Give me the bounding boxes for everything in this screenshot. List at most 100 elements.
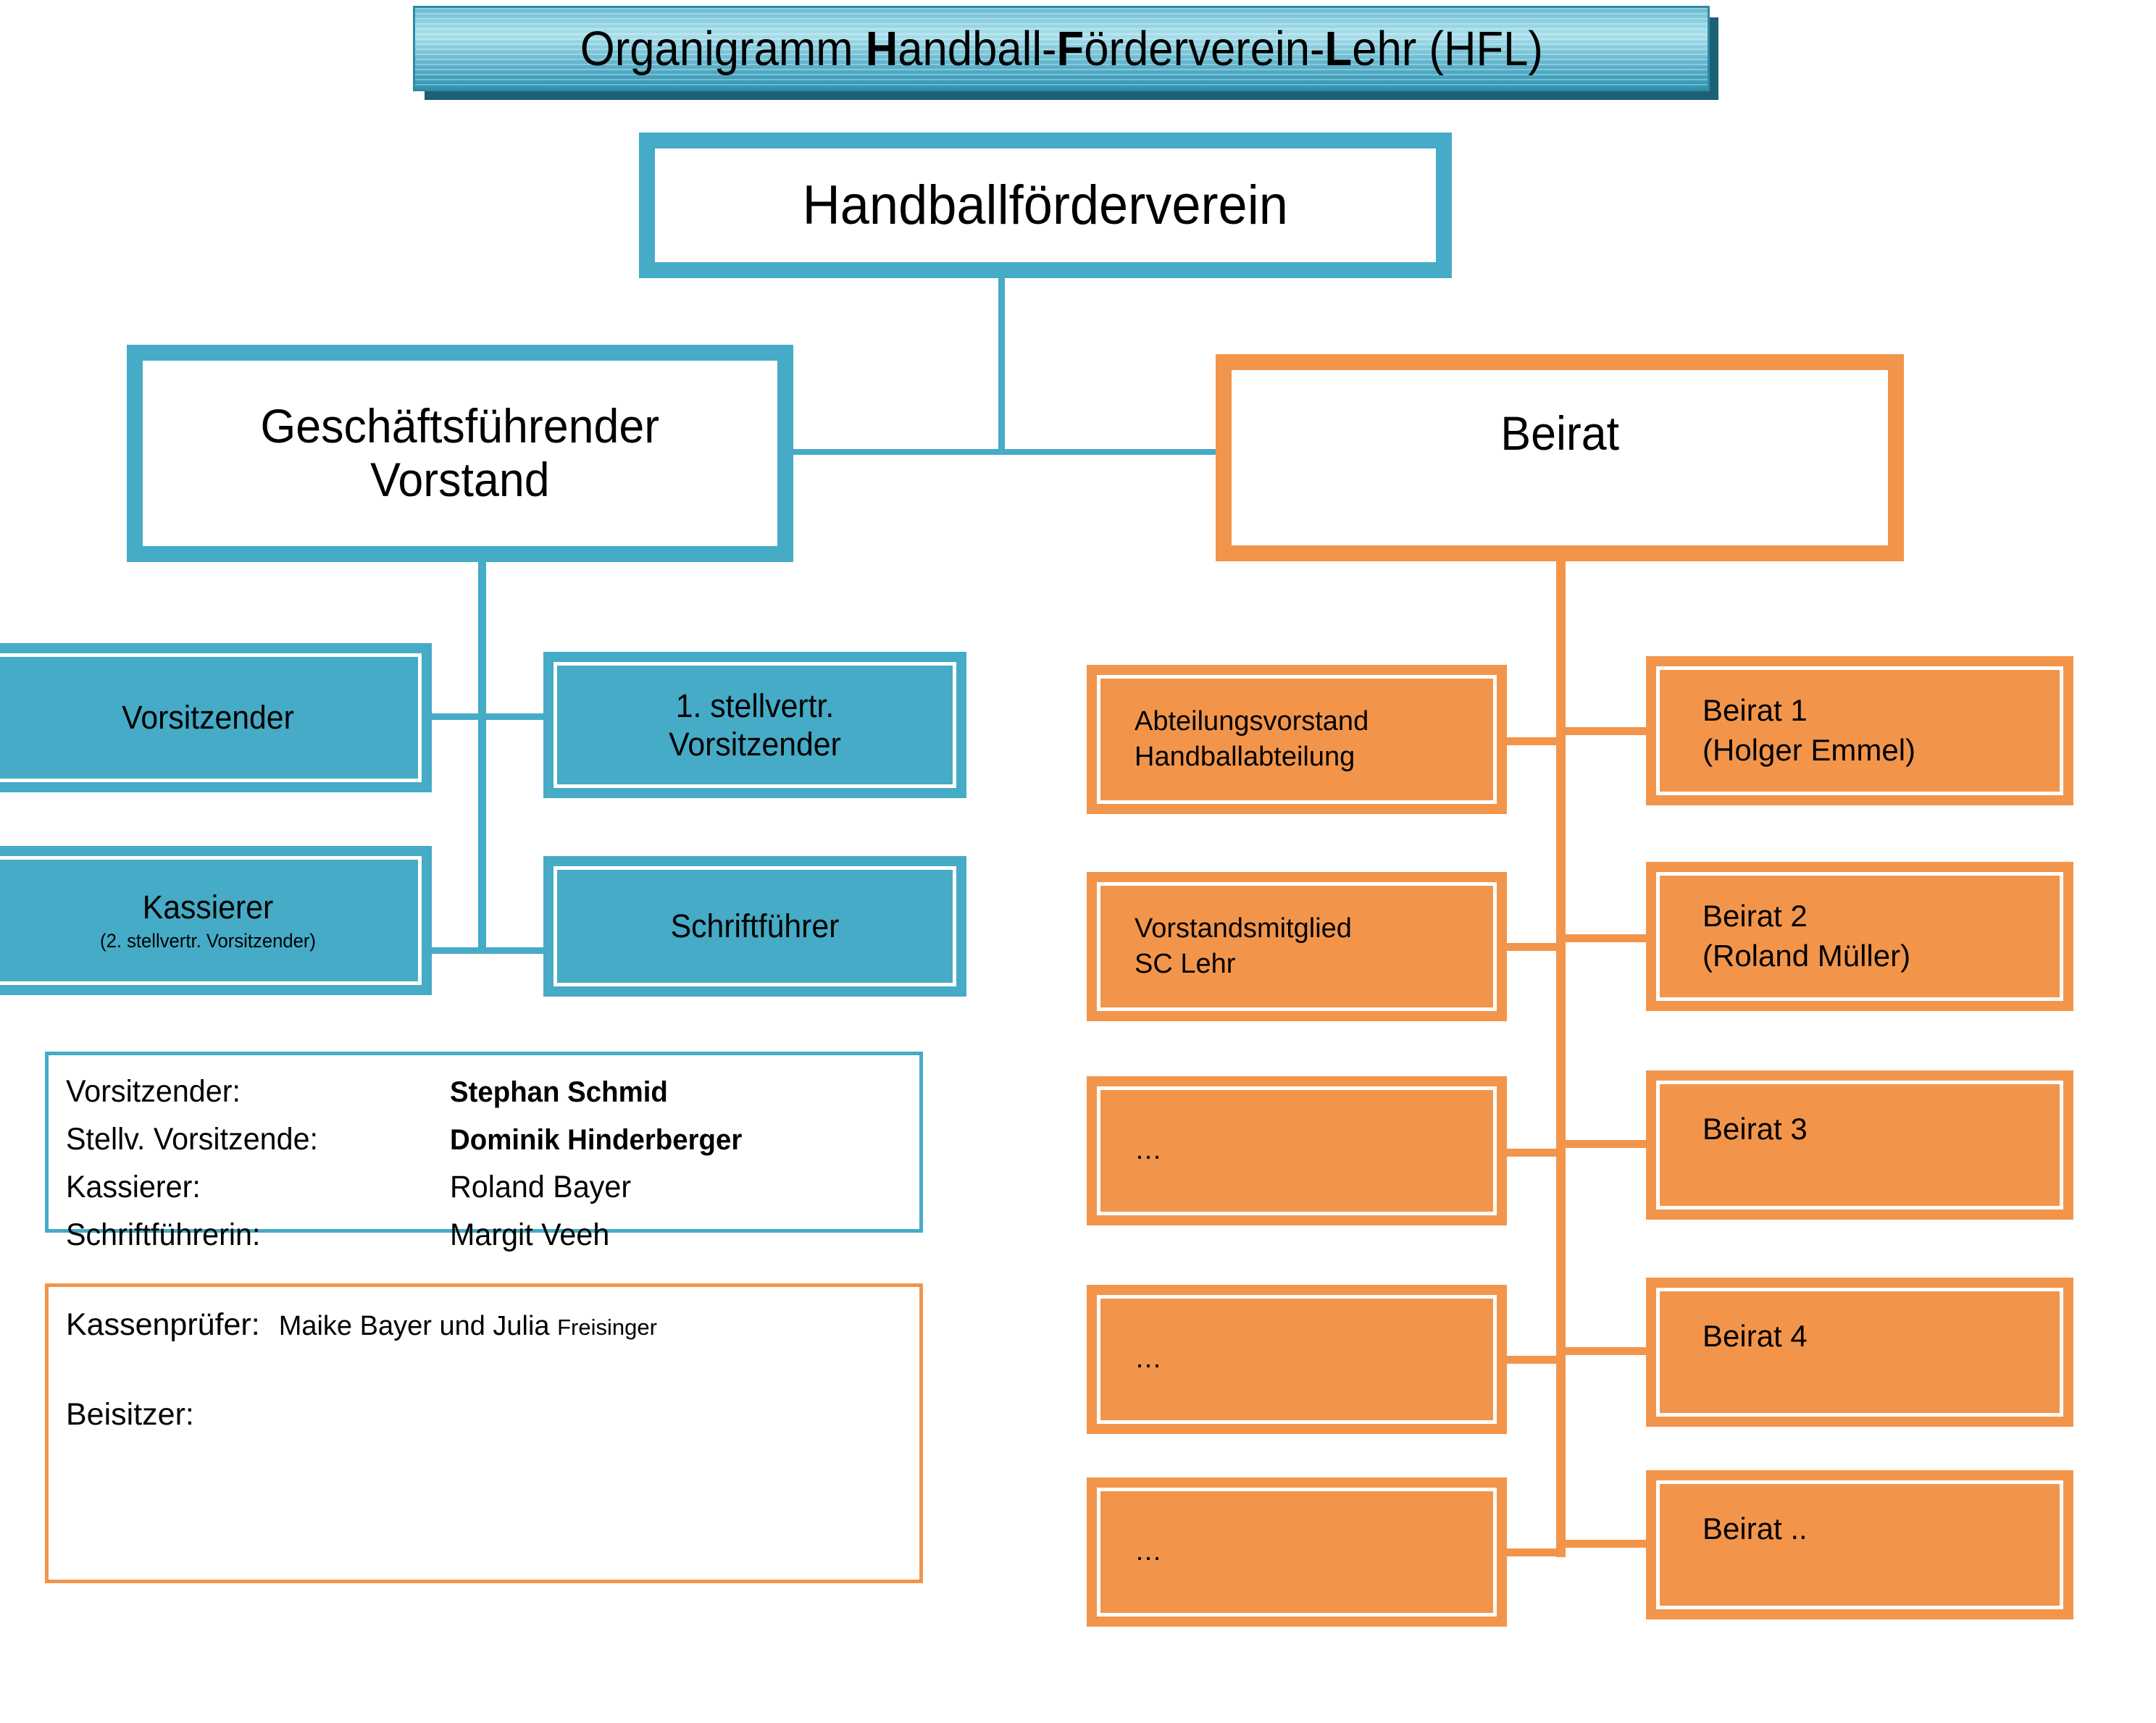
- vorstand-row-1-value: Stephan Schmid: [450, 1076, 668, 1108]
- node-erste-stellvertretende-vorsitzender[interactable]: 1. stellvertr. Vorsitzender: [543, 652, 966, 798]
- title-part-2: örderverein-: [1083, 21, 1325, 76]
- node-geschaeftsfuehrender-vorstand-label: Geschäftsführender Vorstand: [260, 399, 660, 507]
- node-beirat-2-body: Beirat 2 (Roland Müller): [1646, 897, 2073, 976]
- node-beirat-5-line1: Beirat ..: [1702, 1511, 1808, 1546]
- connector-beirat-row5-left: [1507, 1548, 1559, 1556]
- node-beirat-left-5-body: …: [1087, 1534, 1507, 1569]
- beisitzer-row: Beisitzer:: [66, 1397, 919, 1445]
- node-schriftfuehrer-title: Schriftführer: [670, 907, 840, 945]
- node-stellv-title: 1. stellvertr.: [675, 687, 835, 724]
- node-abteilungsvorstand-handballabteilung[interactable]: Abteilungsvorstand Handballabteilung: [1087, 665, 1507, 814]
- vorstand-row-4-value: Margit Veeh: [450, 1217, 610, 1252]
- node-geschaeftsfuehrender-vorstand[interactable]: Geschäftsführender Vorstand: [127, 345, 793, 562]
- connector-beirat-row3-left: [1507, 1149, 1559, 1157]
- connector-root-horizontal: [793, 449, 1216, 455]
- title-part-prefix: Organigramm: [580, 21, 866, 76]
- node-beirat-label: Beirat: [1500, 406, 1619, 460]
- node-vorsitzender-body: Vorsitzender: [0, 698, 432, 737]
- vorstand-row-4-label: Schriftführerin:: [66, 1217, 261, 1252]
- title-bold-h: H: [865, 21, 898, 76]
- node-beirat-5-body: Beirat ..: [1646, 1509, 2073, 1549]
- node-beirat-1-line2: (Holger Emmel): [1702, 733, 1916, 767]
- kassenpruefer-label: Kassenprüfer:: [66, 1307, 260, 1342]
- node-beirat-1-body: Beirat 1 (Holger Emmel): [1646, 691, 2073, 770]
- node-beirat-2[interactable]: Beirat 2 (Roland Müller): [1646, 862, 2073, 1011]
- connector-gv-row2-left: [432, 947, 482, 954]
- panel-vorstand-mitglieder: Vorsitzender: Stephan Schmid Stellv. Vor…: [45, 1052, 923, 1252]
- node-beirat-left-1-body: Abteilungsvorstand Handballabteilung: [1087, 704, 1507, 776]
- connector-beirat-row3-right: [1562, 1140, 1649, 1148]
- connector-root-vertical: [998, 278, 1005, 452]
- node-beirat-3-body: Beirat 3: [1646, 1110, 2073, 1149]
- panel-row: Kassierer: Roland Bayer: [66, 1170, 919, 1217]
- node-beirat-left-placeholder-4[interactable]: …: [1087, 1285, 1507, 1434]
- node-beirat-left-1-line2: Handballabteilung: [1135, 742, 1355, 772]
- node-inner-rule: [150, 369, 770, 373]
- title-bold-l: L: [1324, 21, 1352, 76]
- node-inner-rule: [662, 157, 1429, 161]
- title-part-3: ehr (HFL): [1351, 21, 1543, 76]
- connector-beirat-row5-right: [1562, 1540, 1649, 1548]
- kassenpruefer-value-small: Freisinger: [557, 1315, 657, 1340]
- vorstand-row-2-value: Dominik Hinderberger: [450, 1124, 743, 1156]
- connector-beirat-vertical: [1556, 561, 1566, 1557]
- node-beirat-4-line1: Beirat 4: [1702, 1318, 1808, 1353]
- kassenpruefer-row: Kassenprüfer: Maike Bayer und Julia Frei…: [66, 1307, 919, 1355]
- connector-gv-row1-right: [482, 713, 548, 720]
- kassenpruefer-value-main: Maike Bayer und Julia: [278, 1311, 558, 1341]
- node-beirat-left-placeholder-3[interactable]: …: [1087, 1076, 1507, 1225]
- panel-row: Vorsitzender: Stephan Schmid: [66, 1074, 919, 1122]
- panel-row: Stellv. Vorsitzende: Dominik Hinderberge…: [66, 1122, 919, 1170]
- node-beirat-2-line1: Beirat 2: [1702, 899, 1808, 934]
- node-beirat[interactable]: Beirat: [1216, 354, 1904, 561]
- node-beirat-4-body: Beirat 4: [1646, 1317, 2073, 1357]
- node-beirat-1[interactable]: Beirat 1 (Holger Emmel): [1646, 656, 2073, 805]
- panel-row: Schriftführerin: Margit Veeh: [66, 1217, 919, 1265]
- beisitzer-label: Beisitzer:: [66, 1397, 194, 1432]
- node-beirat-left-1-line1: Abteilungsvorstand: [1135, 705, 1369, 737]
- node-vorsitzender-title: Vorsitzender: [122, 699, 294, 737]
- node-vorstandsmitglied-sc-lehr[interactable]: Vorstandsmitglied SC Lehr: [1087, 872, 1507, 1021]
- title-bold-f: F: [1056, 21, 1084, 76]
- connector-gv-row1-left: [432, 713, 482, 720]
- connector-beirat-row2-right: [1562, 934, 1649, 942]
- node-beirat-4[interactable]: Beirat 4: [1646, 1278, 2073, 1427]
- node-beirat-left-4-line1: …: [1135, 1343, 1162, 1375]
- connector-beirat-row1-right: [1562, 727, 1649, 735]
- node-schriftfuehrer[interactable]: Schriftführer: [543, 856, 966, 997]
- node-schriftfuehrer-body: Schriftführer: [543, 907, 966, 945]
- node-kassierer-title: Kassierer: [142, 889, 274, 926]
- node-beirat-weitere[interactable]: Beirat ..: [1646, 1470, 2073, 1619]
- node-stellv-subtitle: Vorsitzender: [669, 726, 841, 763]
- node-kassierer-subtitle: (2. stellvertr. Vorsitzender): [100, 930, 316, 952]
- connector-beirat-row1-left: [1507, 737, 1559, 745]
- node-beirat-left-placeholder-5[interactable]: …: [1087, 1477, 1507, 1627]
- kassenpruefer-value: Maike Bayer und Julia Freisinger: [279, 1311, 657, 1342]
- connector-beirat-row4-left: [1507, 1356, 1559, 1364]
- gv-line-1: Geschäftsführender: [260, 399, 660, 453]
- node-vorsitzender[interactable]: Vorsitzender: [0, 643, 432, 792]
- node-beirat-1-line1: Beirat 1: [1702, 693, 1808, 728]
- chart-title-banner: Organigramm Handball-Förderverein-Lehr (…: [413, 6, 1710, 91]
- node-handballfoerderverein-label: Handballförderverein: [802, 175, 1289, 236]
- node-handballfoerderverein[interactable]: Handballförderverein: [639, 133, 1452, 278]
- node-beirat-left-3-line1: …: [1135, 1135, 1162, 1166]
- node-beirat-2-line2: (Roland Müller): [1702, 939, 1911, 973]
- connector-gv-vertical: [478, 562, 486, 953]
- vorstand-row-1-label: Vorsitzender:: [66, 1074, 241, 1109]
- panel-kassenpruefer-beisitzer: Kassenprüfer: Maike Bayer und Julia Frei…: [45, 1283, 923, 1583]
- node-beirat-left-4-body: …: [1087, 1341, 1507, 1377]
- node-beirat-left-2-body: Vorstandsmitglied SC Lehr: [1087, 911, 1507, 983]
- node-beirat-left-3-body: …: [1087, 1133, 1507, 1168]
- node-beirat-3-line1: Beirat 3: [1702, 1111, 1808, 1146]
- connector-beirat-row4-right: [1562, 1347, 1649, 1355]
- title-part-1: andball-: [897, 21, 1057, 76]
- node-beirat-3[interactable]: Beirat 3: [1646, 1070, 2073, 1220]
- node-beirat-left-2-line2: SC Lehr: [1135, 949, 1236, 979]
- node-kassierer[interactable]: Kassierer (2. stellvertr. Vorsitzender): [0, 846, 432, 995]
- vorstand-row-2-label: Stellv. Vorsitzende:: [66, 1122, 318, 1157]
- node-kassierer-body: Kassierer (2. stellvertr. Vorsitzender): [0, 888, 432, 952]
- vorstand-row-3-label: Kassierer:: [66, 1170, 201, 1204]
- gv-line-2: Vorstand: [370, 453, 550, 506]
